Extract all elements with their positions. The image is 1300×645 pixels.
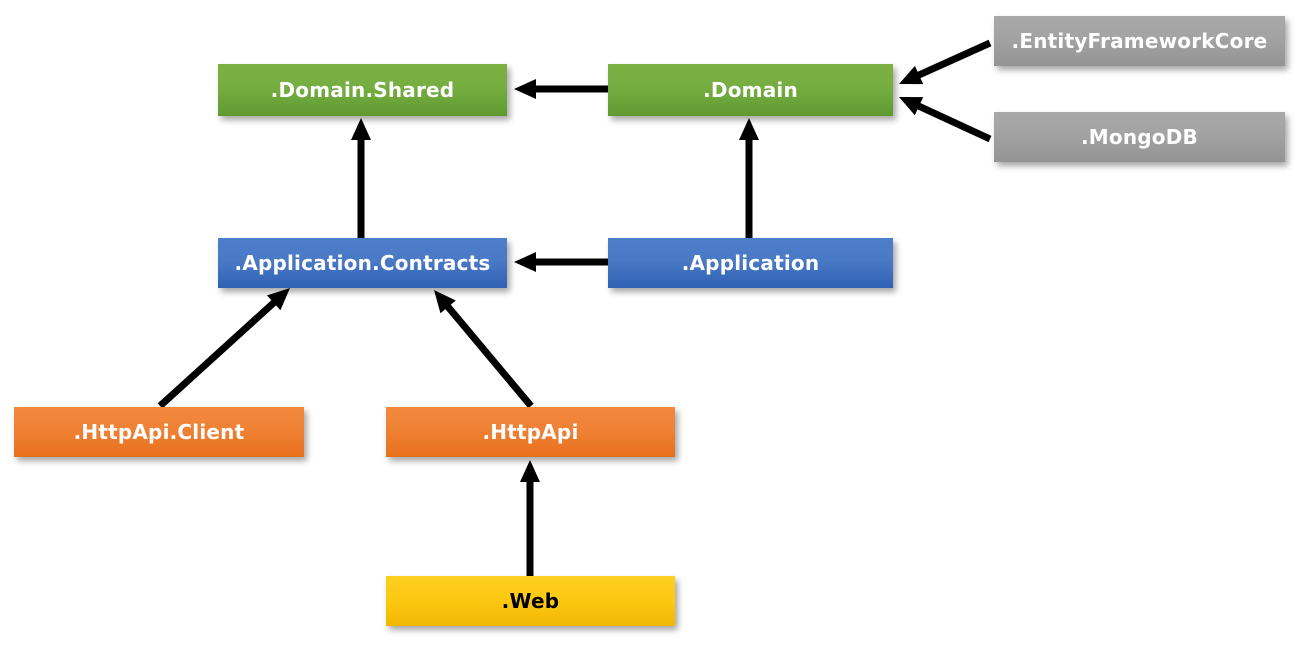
node-httpapi[interactable]: .HttpApi bbox=[386, 407, 675, 457]
node-label-domain-shared: .Domain.Shared bbox=[270, 78, 455, 102]
node-label-application: .Application bbox=[681, 251, 820, 275]
arrow-web-to-httpapi bbox=[520, 460, 540, 576]
node-web[interactable]: .Web bbox=[386, 576, 675, 626]
arrow-application-contracts-to-domain-shared bbox=[351, 118, 371, 238]
node-label-mongodb: .MongoDB bbox=[1081, 125, 1198, 149]
node-label-application-contracts: .Application.Contracts bbox=[234, 251, 491, 275]
arrow-domain-to-domain-shared bbox=[514, 79, 608, 99]
node-label-web: .Web bbox=[501, 589, 560, 613]
node-label-httpapi: .HttpApi bbox=[482, 420, 579, 444]
arrow-entity-framework-core-to-domain bbox=[899, 39, 992, 85]
arrow-httpapi-client-to-application-contracts bbox=[157, 288, 290, 409]
node-label-domain: .Domain bbox=[703, 78, 798, 102]
arrow-application-to-domain bbox=[739, 118, 759, 238]
node-domain-shared[interactable]: .Domain.Shared bbox=[218, 64, 507, 116]
arrow-mongodb-to-domain bbox=[899, 97, 992, 143]
node-label-entity-framework-core: .EntityFrameworkCore bbox=[1011, 29, 1268, 53]
node-httpapi-client[interactable]: .HttpApi.Client bbox=[14, 407, 304, 457]
node-label-httpapi-client: .HttpApi.Client bbox=[73, 420, 245, 444]
arrow-application-to-application-contracts bbox=[514, 252, 608, 272]
node-domain[interactable]: .Domain bbox=[608, 64, 893, 116]
node-mongodb[interactable]: .MongoDB bbox=[994, 112, 1285, 162]
node-application-contracts[interactable]: .Application.Contracts bbox=[218, 238, 507, 288]
arrow-httpapi-to-application-contracts bbox=[434, 290, 534, 409]
node-application[interactable]: .Application bbox=[608, 238, 893, 288]
node-entity-framework-core[interactable]: .EntityFrameworkCore bbox=[994, 16, 1285, 66]
